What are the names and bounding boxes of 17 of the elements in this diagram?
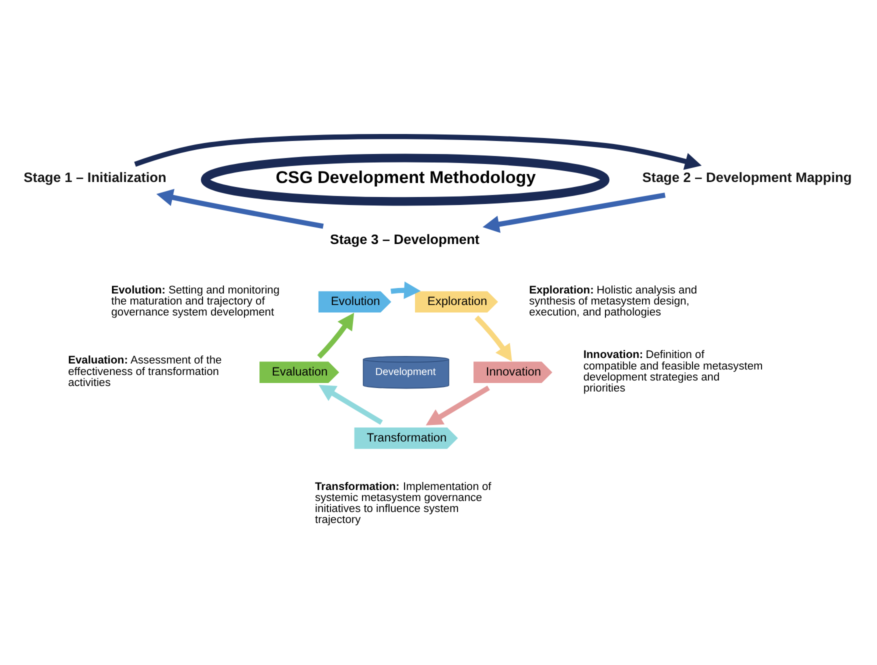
node-text: Stage 1 – Initialization bbox=[24, 170, 166, 185]
node-label: Evaluation: Assessment of the effectiveness of transformation activities bbox=[68, 354, 222, 388]
arrow bbox=[474, 315, 512, 361]
node-label: Exploration: Holistic analysis and synthesis of metasystem design, execution, and pathologies bbox=[529, 284, 698, 318]
node-label: Evolution: Setting and monitoring the maturation and trajectory of governance system development bbox=[111, 284, 280, 318]
arrow bbox=[390, 281, 421, 298]
arrow bbox=[134, 134, 702, 170]
node-text: Stage 2 – Development Mapping bbox=[642, 170, 852, 185]
arrow bbox=[426, 385, 490, 425]
node-label: Innovation: Definition of compatible and feasible metasystem development strategies and priorities bbox=[583, 348, 763, 394]
arrow bbox=[318, 384, 383, 424]
arrow bbox=[317, 312, 354, 358]
node-ellipse: CSG Development Methodology bbox=[200, 153, 610, 206]
arrow bbox=[482, 192, 666, 232]
node-label: Transformation: Implementation of systemic metasystem governance initiatives to influence system trajectory bbox=[315, 480, 492, 526]
arrow bbox=[156, 188, 324, 228]
node-text: Stage 3 – Development bbox=[330, 232, 480, 247]
